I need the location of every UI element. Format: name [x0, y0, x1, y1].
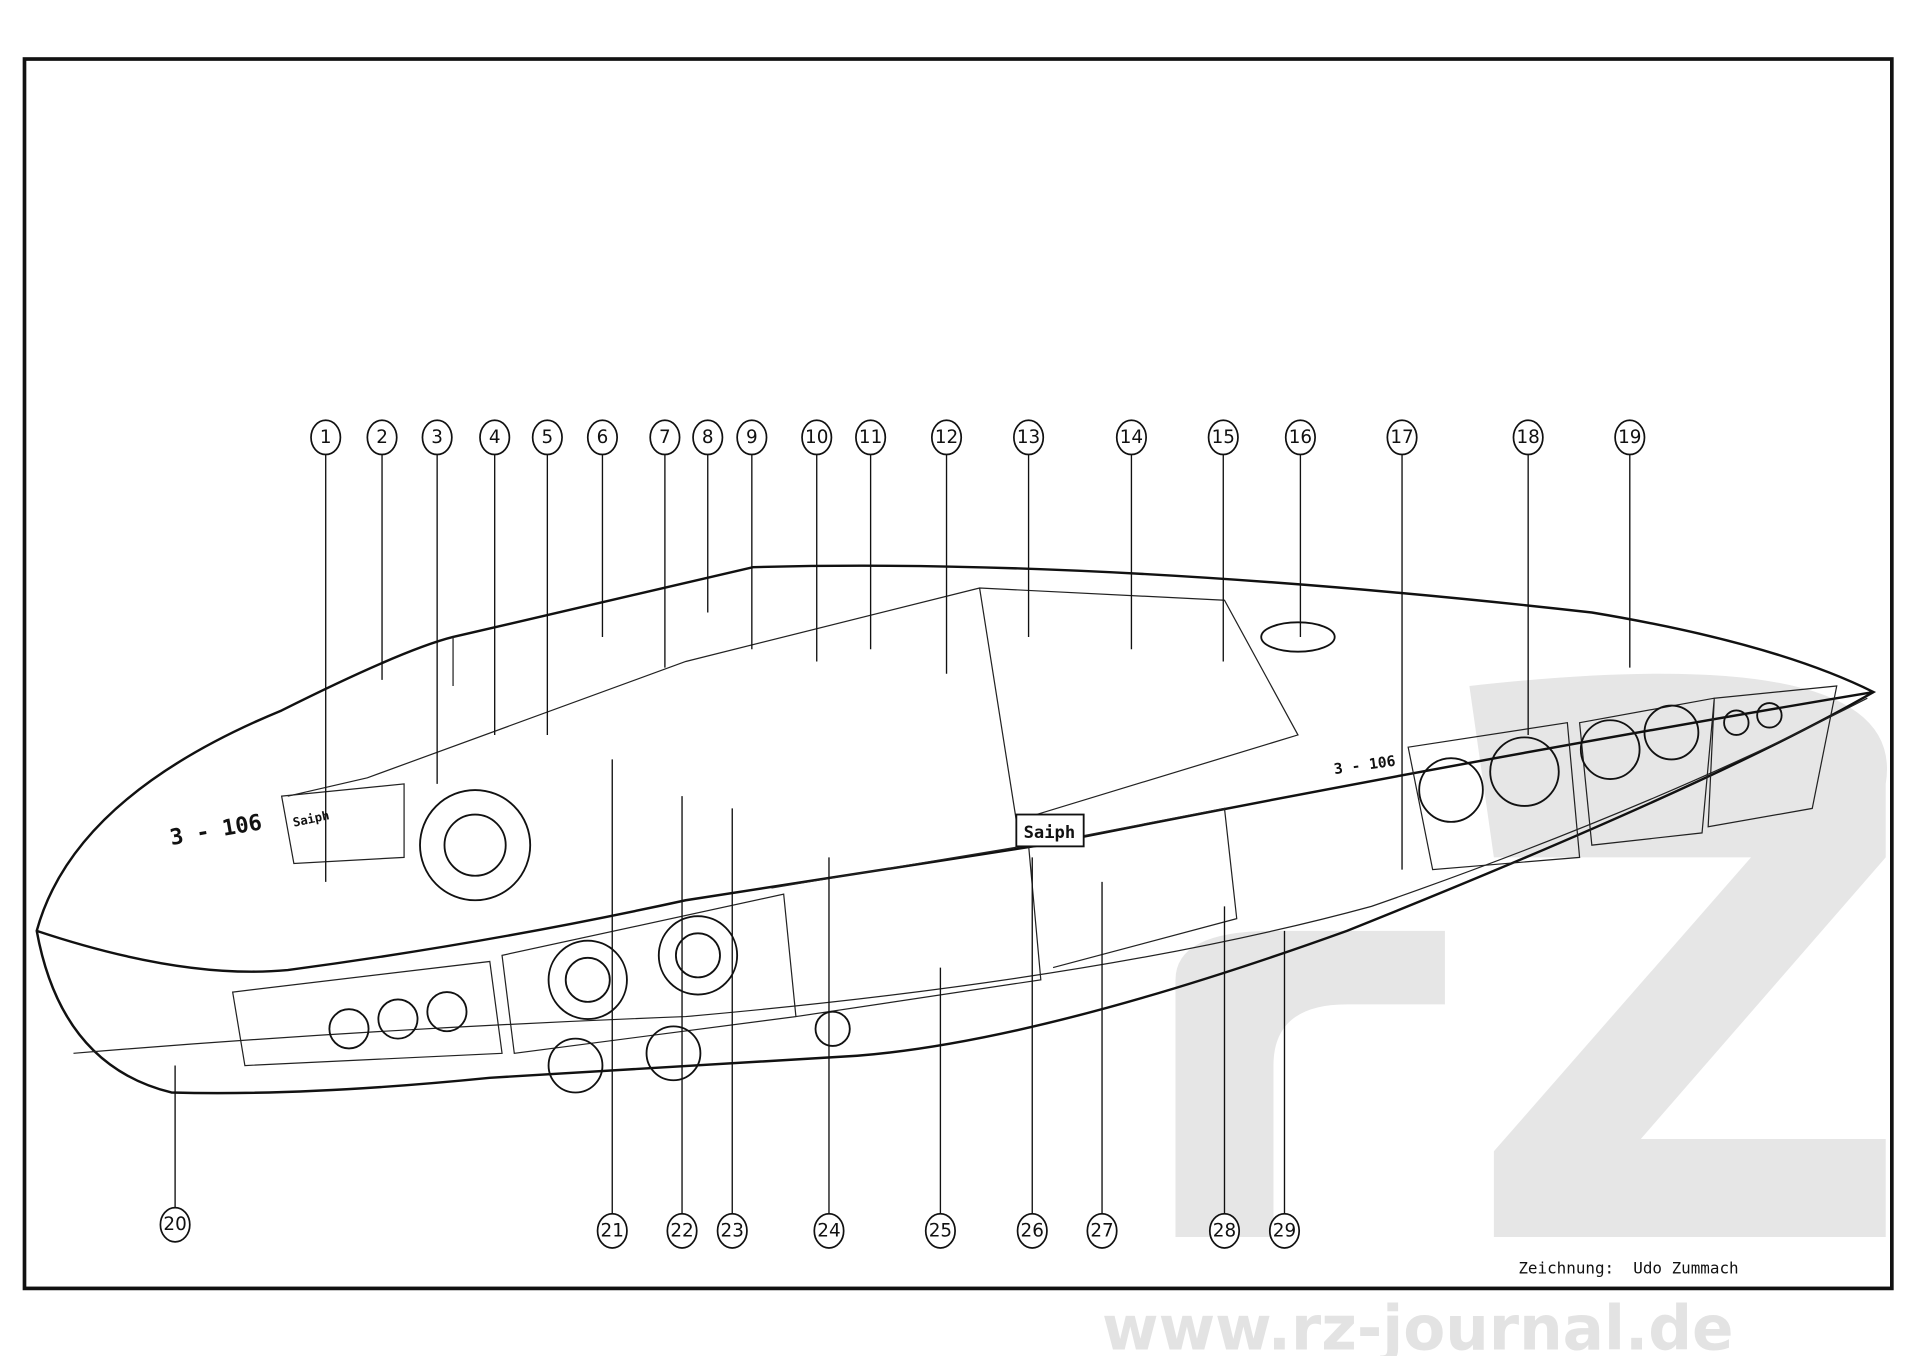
callout-15: 15 — [1207, 419, 1239, 662]
callout-23: 23 — [716, 808, 748, 1249]
hull-registry-right: 3 - 106 — [1333, 753, 1397, 778]
callout-circle — [930, 419, 963, 456]
callout-circle — [586, 419, 618, 456]
callout-circle — [692, 419, 724, 456]
callout-number: 14 — [1120, 427, 1143, 448]
hull-name-left: Saiph — [292, 808, 331, 829]
hull-registry-left: 3 - 106 — [168, 810, 264, 851]
callout-26: 26 — [1016, 857, 1048, 1249]
callout-circle — [1208, 1212, 1241, 1249]
callout-2: 2 — [366, 419, 398, 680]
callout-8: 8 — [692, 419, 724, 613]
callout-number: 6 — [597, 427, 609, 448]
callout-29: 29 — [1268, 930, 1301, 1249]
callout-number: 17 — [1390, 427, 1413, 448]
watermark-text: www.rz-journal.de — [1102, 1294, 1734, 1356]
callout-circle — [1086, 1212, 1118, 1249]
callout-19: 19 — [1614, 419, 1646, 668]
watermark-logo — [1175, 673, 1888, 1237]
callout-number: 28 — [1213, 1220, 1236, 1241]
spaceship-hull: Saiph 3 - 106 Saiph 3 - 106 — [35, 564, 1877, 1095]
callout-number: 26 — [1021, 1220, 1044, 1241]
callout-circle — [716, 1212, 748, 1249]
callout-1: 1 — [310, 419, 342, 882]
callout-7: 7 — [649, 419, 681, 668]
callout-27: 27 — [1086, 881, 1118, 1249]
callout-number: 13 — [1017, 427, 1040, 448]
callout-number: 10 — [805, 427, 828, 448]
callout-number: 18 — [1516, 427, 1539, 448]
callout-circle — [1614, 419, 1646, 456]
callout-number: 27 — [1090, 1220, 1113, 1241]
callout-number: 21 — [601, 1220, 624, 1241]
callout-number: 15 — [1212, 427, 1235, 448]
callout-24: 24 — [813, 857, 845, 1249]
callout-14: 14 — [1115, 419, 1147, 650]
callout-circle — [596, 1212, 628, 1249]
callout-22: 22 — [666, 796, 698, 1249]
callout-circle — [1386, 419, 1418, 456]
callout-10: 10 — [801, 419, 833, 662]
callout-12: 12 — [930, 419, 963, 674]
callout-circle — [159, 1206, 191, 1243]
callout-circle — [531, 419, 563, 456]
callout-number: 4 — [489, 427, 501, 448]
callout-21: 21 — [596, 759, 628, 1249]
callout-number: 9 — [746, 427, 758, 448]
callout-circle — [1268, 1212, 1301, 1249]
callout-number: 11 — [859, 427, 882, 448]
callout-circle — [801, 419, 833, 456]
hull-name-plate: Saiph — [1024, 823, 1076, 843]
callout-circle — [1207, 419, 1239, 456]
callout-6: 6 — [586, 419, 618, 637]
callout-circle — [1115, 419, 1147, 456]
callout-circle — [736, 419, 768, 456]
callout-circle — [1013, 419, 1045, 456]
callout-circle — [924, 1212, 956, 1249]
callout-28: 28 — [1208, 906, 1241, 1249]
callout-16: 16 — [1284, 419, 1316, 637]
callout-number: 29 — [1273, 1220, 1296, 1241]
callout-4: 4 — [479, 419, 511, 735]
callout-number: 23 — [721, 1220, 744, 1241]
callout-circle — [649, 419, 681, 456]
callout-number: 3 — [431, 427, 443, 448]
callout-circle — [1284, 419, 1316, 456]
drawing-credit: Zeichnung: Udo Zummach — [1518, 1259, 1738, 1278]
callout-circle — [666, 1212, 698, 1249]
callout-25: 25 — [924, 967, 956, 1249]
callout-circle — [421, 419, 453, 456]
callout-5: 5 — [531, 419, 563, 735]
callout-circle — [366, 419, 398, 456]
callout-number: 8 — [702, 427, 714, 448]
callout-number: 5 — [542, 427, 554, 448]
callout-9: 9 — [736, 419, 768, 650]
callout-circle — [1016, 1212, 1048, 1249]
callout-number: 24 — [817, 1220, 840, 1241]
callout-number: 2 — [376, 427, 388, 448]
callout-number: 1 — [320, 427, 332, 448]
callout-17: 17 — [1386, 419, 1418, 870]
callout-20: 20 — [159, 1065, 191, 1243]
callout-13: 13 — [1013, 419, 1045, 637]
drawing-frame — [22, 57, 1894, 1291]
callout-number: 7 — [659, 427, 671, 448]
callout-number: 22 — [670, 1220, 693, 1241]
callout-3: 3 — [421, 419, 453, 784]
callout-number: 19 — [1618, 427, 1641, 448]
callout-circle — [813, 1212, 845, 1249]
callout-11: 11 — [855, 419, 887, 650]
callout-18: 18 — [1512, 419, 1544, 735]
callout-circle — [479, 419, 511, 456]
callout-circle — [1512, 419, 1544, 456]
callout-number: 12 — [935, 427, 958, 448]
callout-number: 25 — [929, 1220, 952, 1241]
callout-number: 20 — [163, 1214, 186, 1235]
callout-number: 16 — [1289, 427, 1312, 448]
callout-circle — [855, 419, 887, 456]
callout-circle — [310, 419, 342, 456]
